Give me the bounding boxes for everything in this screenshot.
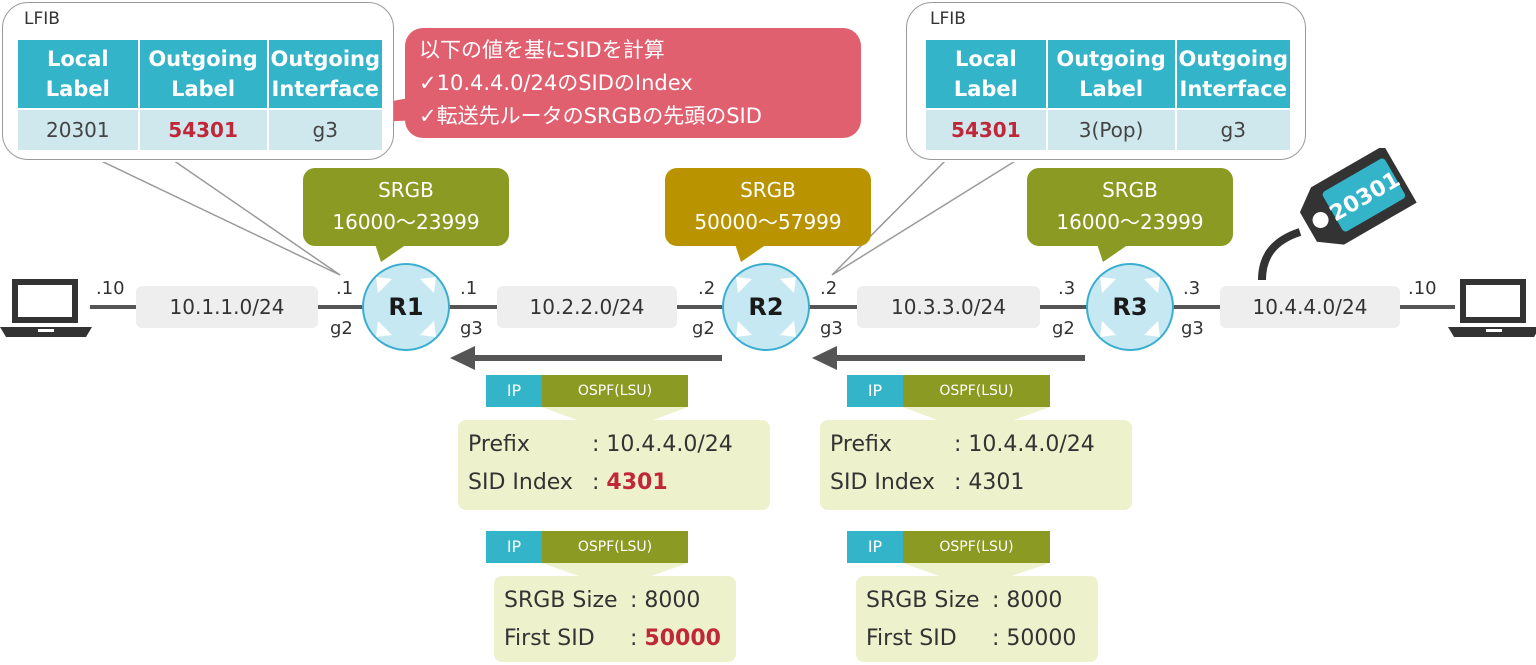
addr-pc2: .10 xyxy=(1408,278,1437,299)
router-arrows-icon xyxy=(736,277,796,337)
srgb-r1-title: SRGB xyxy=(378,178,434,202)
lfib-left-interface: g3 xyxy=(266,108,385,152)
callout-line-1: 以下の値を基にSIDを計算 xyxy=(419,38,665,62)
network-10-4-4: 10.4.4.0/24 xyxy=(1220,286,1400,328)
sid-label: SID Index xyxy=(830,470,935,495)
sid-calculation-callout: 以下の値を基にSIDを計算 ✓10.4.4.0/24のSIDのIndex ✓転送… xyxy=(405,28,861,138)
sid-value: 4301 xyxy=(968,470,1025,495)
router-r1: R1 xyxy=(362,263,450,351)
iface-r2-left: g2 xyxy=(692,318,715,339)
addr-r1-left: .1 xyxy=(336,278,354,299)
srgb-size-value: 8000 xyxy=(1006,588,1063,613)
srgb-size-sep: : xyxy=(992,588,1007,613)
prefix-sep: : xyxy=(954,432,969,457)
addr-r1-right: .1 xyxy=(460,278,478,299)
first-sid-sep: : xyxy=(992,626,1007,651)
first-sid-value: 50000 xyxy=(644,626,721,651)
lfib-left-outgoing: 54301 xyxy=(137,108,269,152)
lsu1-right-ospf: OSPF(LSU) xyxy=(903,375,1050,407)
iface-r1-left: g2 xyxy=(330,318,353,339)
callout-line-3: ✓転送先ルータのSRGBの先頭のSID xyxy=(419,104,762,128)
srgb-r2-title: SRGB xyxy=(740,178,796,202)
router-arrows-icon xyxy=(1100,277,1160,337)
laptop-right-icon xyxy=(1448,279,1536,337)
srgb-size-label: SRGB Size xyxy=(504,588,618,613)
srgb-size-label: SRGB Size xyxy=(866,588,980,613)
lfib-left-title: LFIB xyxy=(24,9,60,29)
sid-label: SID Index xyxy=(468,470,573,495)
lsu1-left-ip: IP xyxy=(486,375,542,407)
sid-value: 4301 xyxy=(606,470,668,495)
network-10-2-2: 10.2.2.0/24 xyxy=(497,286,677,328)
addr-pc1: .10 xyxy=(96,278,125,299)
lfib-right-interface: g3 xyxy=(1174,108,1293,152)
srgb-r1-range: 16000〜23999 xyxy=(332,210,480,234)
srgb-r3-title: SRGB xyxy=(1102,178,1158,202)
srgb-r3-pointer xyxy=(1097,244,1129,262)
router-r3: R3 xyxy=(1086,263,1174,351)
srgb-r1-bubble: SRGB 16000〜23999 xyxy=(303,168,509,246)
srgb-size-value: 8000 xyxy=(644,588,701,613)
prefix-label: Prefix xyxy=(830,432,892,457)
srgb-r3-bubble: SRGB 16000〜23999 xyxy=(1027,168,1233,246)
srgb-r3-range: 16000〜23999 xyxy=(1056,210,1204,234)
srgb-r2-range: 50000〜57999 xyxy=(694,210,842,234)
network-10-1-1: 10.1.1.0/24 xyxy=(136,286,318,328)
prefix-value: 10.4.4.0/24 xyxy=(606,432,733,457)
addr-r2-left: .2 xyxy=(698,278,716,299)
srgb-r2-bubble: SRGB 50000〜57999 xyxy=(665,168,871,246)
lsu1-right-ip: IP xyxy=(847,375,903,407)
router-r2-label: R2 xyxy=(748,293,784,321)
iface-r3-left: g2 xyxy=(1052,318,1075,339)
lsu2-left-ip: IP xyxy=(486,531,542,563)
label-tag-icon: 20301 xyxy=(1299,148,1417,245)
srgb-r1-pointer xyxy=(375,244,407,262)
lfib-right-local: 54301 xyxy=(924,108,1048,152)
iface-r1-right: g3 xyxy=(460,318,483,339)
iface-r2-right: g3 xyxy=(820,318,843,339)
first-sid-label: First SID xyxy=(866,626,957,651)
router-r1-label: R1 xyxy=(388,293,424,321)
prefix-value: 10.4.4.0/24 xyxy=(968,432,1095,457)
iface-r3-right: g3 xyxy=(1181,318,1204,339)
srgb-r2-pointer xyxy=(735,244,767,262)
lsu2-right-ip: IP xyxy=(847,531,903,563)
lsu2-left-ospf: OSPF(LSU) xyxy=(542,531,688,563)
first-sid-value: 50000 xyxy=(1006,626,1077,651)
router-r2: R2 xyxy=(722,263,810,351)
lfib-left-local: 20301 xyxy=(16,108,140,152)
srgb-size-sep: : xyxy=(630,588,645,613)
lfib-right-outgoing: 3(Pop) xyxy=(1045,108,1177,152)
addr-r3-right: .3 xyxy=(1183,278,1201,299)
sid-sep: : xyxy=(954,470,969,495)
callout-line-2: ✓10.4.4.0/24のSIDのIndex xyxy=(419,71,693,95)
lfib-right-title: LFIB xyxy=(930,9,966,29)
lsu1-left-ospf: OSPF(LSU) xyxy=(542,375,688,407)
prefix-label: Prefix xyxy=(468,432,530,457)
first-sid-sep: : xyxy=(630,626,645,651)
first-sid-label: First SID xyxy=(504,626,595,651)
prefix-sep: : xyxy=(592,432,607,457)
addr-r2-right: .2 xyxy=(820,278,838,299)
network-10-3-3: 10.3.3.0/24 xyxy=(857,286,1040,328)
addr-r3-left: .3 xyxy=(1058,278,1076,299)
router-r3-label: R3 xyxy=(1112,293,1148,321)
sid-sep: : xyxy=(592,470,607,495)
laptop-left-icon xyxy=(0,279,92,337)
lsu2-right-ospf: OSPF(LSU) xyxy=(903,531,1050,563)
router-arrows-icon xyxy=(376,277,436,337)
